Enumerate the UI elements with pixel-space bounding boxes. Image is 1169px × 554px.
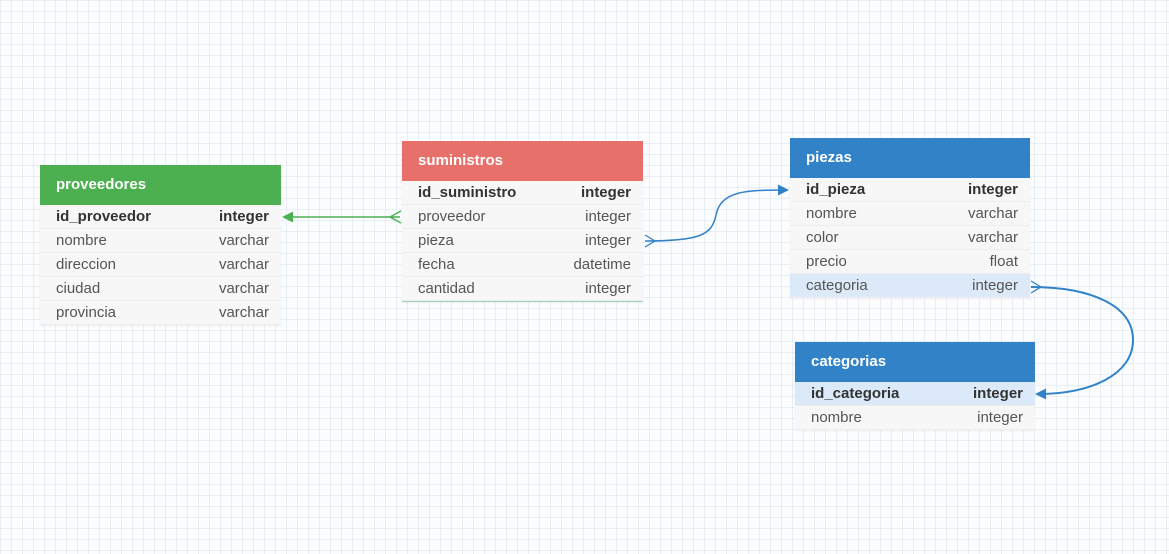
table-row[interactable]: proveedor integer xyxy=(402,205,643,229)
table-header[interactable]: proveedores xyxy=(40,165,281,205)
field-name: ciudad xyxy=(56,280,101,297)
table-row[interactable]: id_suministro integer xyxy=(402,181,643,205)
field-type: datetime xyxy=(573,256,631,273)
field-type: float xyxy=(989,253,1018,270)
crowfoot-icon xyxy=(1030,280,1042,294)
crowfoot-icon xyxy=(644,234,656,248)
field-type: integer xyxy=(218,208,269,225)
field-name: precio xyxy=(806,253,847,270)
table-suministros[interactable]: suministros id_suministro integer provee… xyxy=(402,141,643,302)
field-name: direccion xyxy=(56,256,117,273)
field-type: integer xyxy=(585,232,631,249)
field-name: cantidad xyxy=(418,280,475,297)
table-categorias[interactable]: categorias id_categoria integer nombre i… xyxy=(795,342,1035,430)
table-piezas[interactable]: piezas id_pieza integer nombre varchar c… xyxy=(790,138,1030,298)
arrowhead-icon xyxy=(282,211,293,223)
table-row[interactable]: id_pieza integer xyxy=(790,178,1030,202)
field-type: varchar xyxy=(218,232,269,249)
table-header[interactable]: categorias xyxy=(795,342,1035,382)
field-type: integer xyxy=(967,181,1018,198)
field-type: varchar xyxy=(967,229,1018,246)
table-proveedores[interactable]: proveedores id_proveedor integer nombre … xyxy=(40,165,281,325)
table-row[interactable]: provincia varchar xyxy=(40,301,281,325)
field-name: proveedor xyxy=(418,208,486,225)
table-row[interactable]: cantidad integer xyxy=(402,277,643,301)
table-row[interactable]: nombre varchar xyxy=(40,229,281,253)
arrowhead-icon xyxy=(778,184,789,196)
table-row[interactable]: direccion varchar xyxy=(40,253,281,277)
field-type: integer xyxy=(972,385,1023,402)
field-type: varchar xyxy=(218,256,269,273)
field-name: id_proveedor xyxy=(56,208,152,225)
field-name: id_pieza xyxy=(806,181,866,198)
crowfoot-icon xyxy=(389,210,402,224)
table-row[interactable]: color varchar xyxy=(790,226,1030,250)
field-type: integer xyxy=(977,409,1023,426)
table-row[interactable]: id_categoria integer xyxy=(795,382,1035,406)
table-row[interactable]: categoria integer xyxy=(790,274,1030,298)
table-header[interactable]: piezas xyxy=(790,138,1030,178)
field-type: varchar xyxy=(967,205,1018,222)
field-name: provincia xyxy=(56,304,117,321)
table-row[interactable]: nombre varchar xyxy=(790,202,1030,226)
field-name: color xyxy=(806,229,839,246)
field-name: pieza xyxy=(418,232,454,249)
field-name: nombre xyxy=(806,205,857,222)
table-row[interactable]: precio float xyxy=(790,250,1030,274)
table-header[interactable]: suministros xyxy=(402,141,643,181)
table-row[interactable]: id_proveedor integer xyxy=(40,205,281,229)
field-name: id_suministro xyxy=(418,184,517,201)
field-type: varchar xyxy=(218,280,269,297)
table-row[interactable]: fecha datetime xyxy=(402,253,643,277)
field-name: nombre xyxy=(811,409,862,426)
field-type: integer xyxy=(585,208,631,225)
field-name: fecha xyxy=(418,256,455,273)
field-type: integer xyxy=(580,184,631,201)
table-row[interactable]: nombre integer xyxy=(795,406,1035,430)
table-row[interactable]: pieza integer xyxy=(402,229,643,253)
table-row[interactable]: ciudad varchar xyxy=(40,277,281,301)
arrowhead-icon xyxy=(1035,388,1046,400)
field-name: categoria xyxy=(806,277,868,294)
field-type: integer xyxy=(972,277,1018,294)
connector-pieza-to-id-pieza[interactable] xyxy=(644,189,787,242)
field-type: integer xyxy=(585,280,631,297)
field-name: id_categoria xyxy=(811,385,900,402)
field-name: nombre xyxy=(56,232,107,249)
field-type: varchar xyxy=(218,304,269,321)
connector-categoria-to-id-categoria[interactable] xyxy=(1030,286,1135,395)
